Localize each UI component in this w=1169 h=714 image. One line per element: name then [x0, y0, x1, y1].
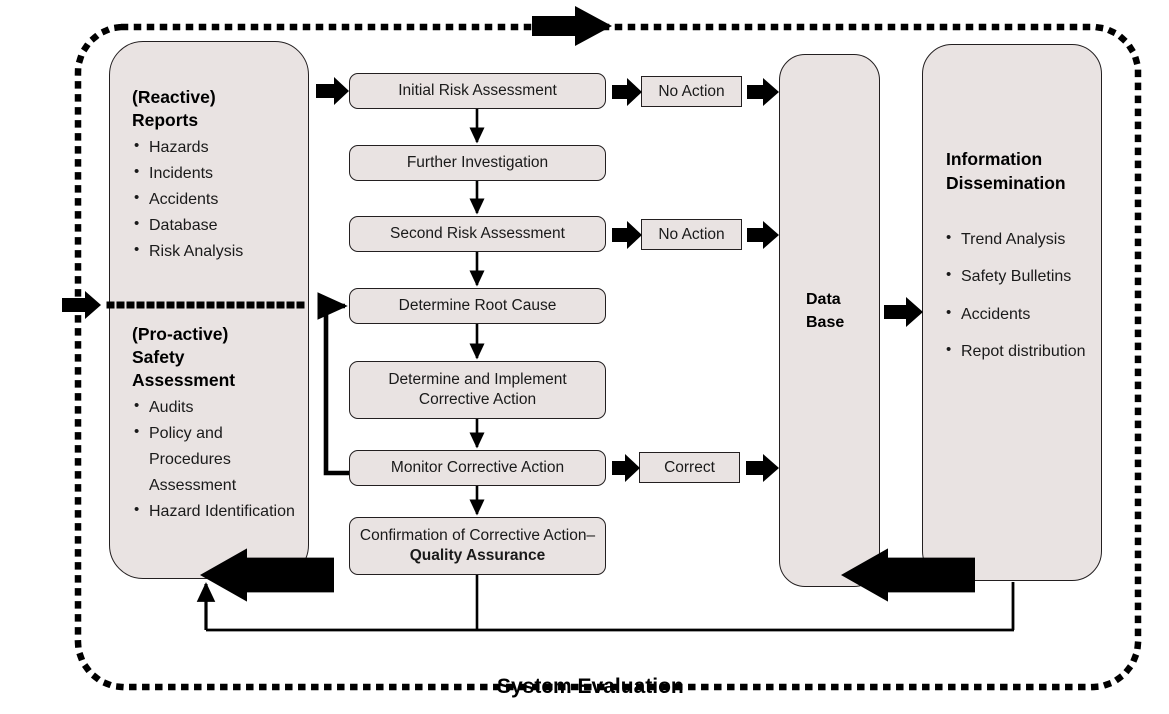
- process-label: Confirmation of Corrective Action– Quali…: [356, 526, 599, 566]
- system-evaluation-label: System Evaluation: [497, 675, 684, 698]
- feedback-loop-monitor-to-root-cause: [317, 292, 349, 476]
- info-heading-line1: Information: [946, 149, 1043, 169]
- arrow-initial-to-no-action-1: [612, 78, 642, 106]
- process-box-monitor-corrective-action[interactable]: Monitor Corrective Action: [349, 450, 606, 486]
- proactive-heading-line3: Assessment: [132, 370, 236, 391]
- info-bullet-list: Trend Analysis Safety Bulletins Accident…: [944, 228, 1094, 362]
- arrow-no-action-2-to-database: [747, 221, 779, 249]
- reactive-heading: (Reactive) Reports: [132, 86, 302, 132]
- process-box-confirmation-corrective-action[interactable]: Confirmation of Corrective Action– Quali…: [349, 517, 606, 575]
- reactive-bullet-list: Hazards Incidents Accidents Database Ris…: [132, 134, 302, 265]
- list-item: Hazards: [132, 134, 302, 161]
- info-heading-line2: Dissemination: [946, 172, 1066, 193]
- proactive-bullet-list: Audits Policy and Procedures Assessment …: [132, 394, 304, 525]
- process-label: Second Risk Assessment: [390, 225, 565, 243]
- list-item: Safety Bulletins: [944, 265, 1094, 287]
- database-label-line1: Data: [806, 291, 841, 308]
- list-item: Audits: [132, 394, 304, 421]
- outcome-label: Correct: [664, 458, 715, 476]
- process-box-second-risk-assessment[interactable]: Second Risk Assessment: [349, 216, 606, 252]
- process-label: Initial Risk Assessment: [398, 82, 557, 100]
- process-label: Determine and Implement Corrective Actio…: [388, 371, 567, 408]
- process-box-further-investigation[interactable]: Further Investigation: [349, 145, 606, 181]
- reactive-block: (Reactive) Reports Hazards Incidents Acc…: [132, 86, 302, 265]
- list-item: Accidents: [132, 186, 302, 213]
- arrow-reports-to-initial-risk-assessment: [316, 77, 349, 105]
- list-item: Policy and Procedures Assessment: [132, 420, 304, 499]
- outcome-box-no-action-1[interactable]: No Action: [641, 76, 742, 107]
- list-item: Repot distribution: [944, 340, 1094, 362]
- database-panel[interactable]: [779, 54, 880, 587]
- information-dissemination-heading: Information Dissemination: [946, 148, 1102, 195]
- arrow-monitor-to-correct: [612, 454, 640, 482]
- top-flow-arrow-right: [532, 6, 612, 46]
- information-dissemination-items: Trend Analysis Safety Bulletins Accident…: [944, 228, 1094, 378]
- arrow-database-to-information-dissemination: [884, 297, 923, 327]
- list-item: Incidents: [132, 160, 302, 187]
- arrow-correct-to-database: [746, 454, 779, 482]
- proactive-heading-line1: (Pro-active): [132, 324, 229, 344]
- reactive-heading-line2: Reports: [132, 110, 199, 131]
- list-item: Accidents: [944, 303, 1094, 325]
- outcome-label: No Action: [658, 225, 725, 243]
- process-box-determine-implement-corrective-action[interactable]: Determine and Implement Corrective Actio…: [349, 361, 606, 419]
- arrow-no-action-1-to-database: [747, 78, 779, 106]
- process-box-initial-risk-assessment[interactable]: Initial Risk Assessment: [349, 73, 606, 109]
- database-label: Data Base: [806, 288, 886, 334]
- proactive-heading: (Pro-active) Safety Assessment: [132, 323, 304, 392]
- reactive-heading-line1: (Reactive): [132, 87, 216, 107]
- proactive-block: (Pro-active) Safety Assessment Audits Po…: [132, 323, 304, 525]
- process-label: Monitor Corrective Action: [390, 459, 565, 477]
- process-label: Further Investigation: [406, 154, 549, 172]
- list-item: Database: [132, 212, 302, 239]
- arrow-external-into-proactive: [62, 291, 101, 319]
- process-label-bold: Quality Assurance: [409, 547, 546, 564]
- outcome-box-correct[interactable]: Correct: [639, 452, 740, 483]
- process-label-plain: Confirmation of Corrective Action–: [359, 527, 596, 545]
- list-item: Trend Analysis: [944, 228, 1094, 250]
- list-item: Risk Analysis: [132, 238, 302, 265]
- list-item: Hazard Identification: [132, 498, 304, 525]
- outcome-label: No Action: [658, 82, 725, 100]
- process-box-determine-root-cause[interactable]: Determine Root Cause: [349, 288, 606, 324]
- proactive-heading-line2: Safety: [132, 347, 185, 368]
- database-label-line2: Base: [806, 314, 845, 332]
- process-label: Determine Root Cause: [398, 297, 557, 315]
- arrow-second-to-no-action-2: [612, 221, 642, 249]
- outcome-box-no-action-2[interactable]: No Action: [641, 219, 742, 250]
